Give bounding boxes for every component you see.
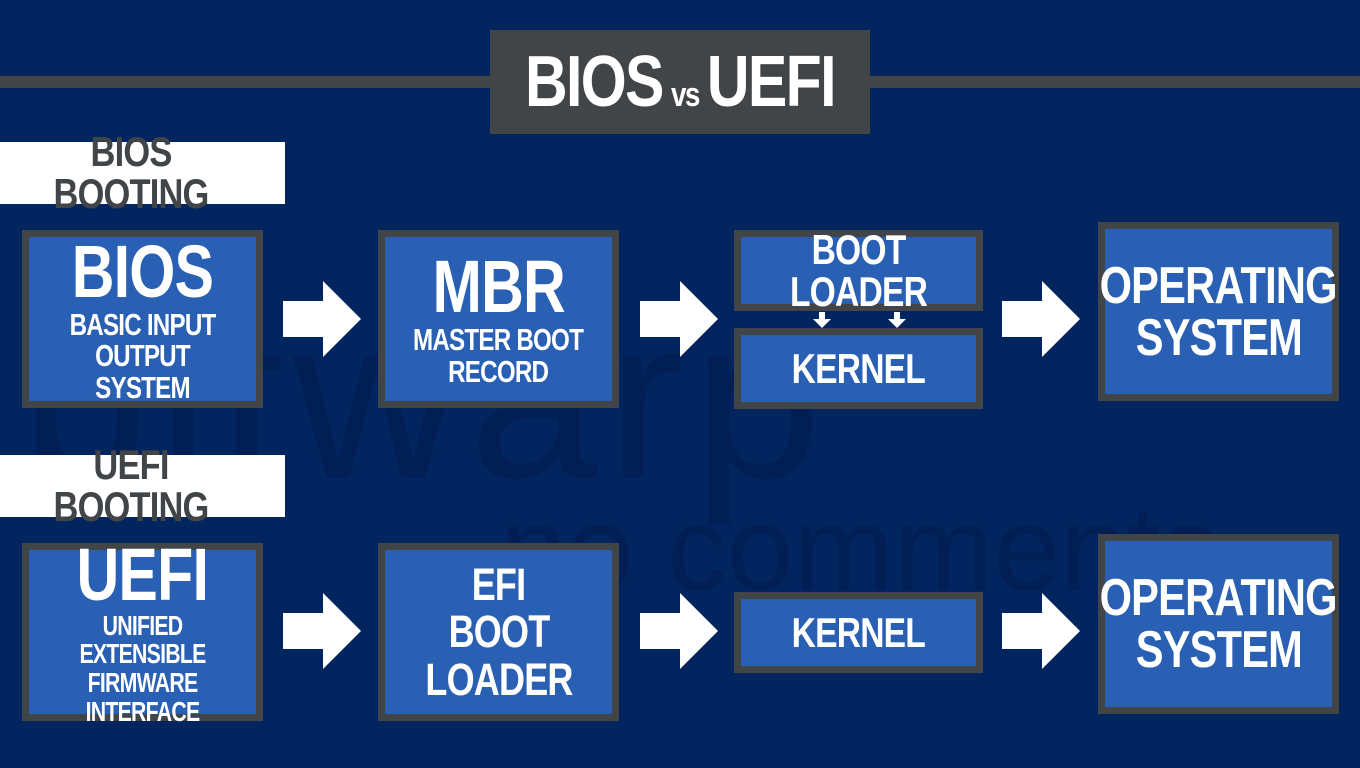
boot-loader-box: BOOT LOADER — [734, 228, 983, 312]
header-rule-left — [0, 76, 490, 88]
arrow-down-icon — [888, 312, 906, 328]
arrow-down-icon — [813, 312, 831, 328]
uefi-os-line1: OPERATING — [1099, 569, 1338, 627]
kernel-box: KERNEL — [734, 328, 983, 409]
uefi-line1: UNIFIED EXTENSIBLE — [79, 609, 206, 670]
arrow-right-icon — [1002, 281, 1080, 357]
bios-line1: BASIC INPUT — [69, 306, 217, 342]
efi-boot-loader-box: EFI BOOT LOADER — [378, 543, 619, 721]
efi-line3: LOADER — [424, 653, 573, 705]
efi-line2: BOOT — [448, 606, 550, 658]
operating-system-box: OPERATING SYSTEM — [1098, 222, 1339, 401]
mbr-line1: MASTER BOOT — [413, 322, 584, 358]
uefi-line2: FIRMWARE INTERFACE — [85, 667, 201, 727]
uefi-operating-system-box: OPERATING SYSTEM — [1098, 534, 1339, 714]
bios-line2: OUTPUT SYSTEM — [95, 338, 191, 405]
header-rule-right — [870, 76, 1360, 88]
uefi-os-line2: SYSTEM — [1135, 621, 1302, 679]
uefi-box: UEFI UNIFIED EXTENSIBLE FIRMWARE INTERFA… — [22, 537, 263, 725]
section-label-bios: BIOS BOOTING — [0, 131, 285, 215]
arrow-right-icon — [640, 281, 718, 357]
title-vs: vs — [671, 76, 700, 114]
mbr-title: MBR — [432, 245, 565, 329]
section-label-uefi: UEFI BOOTING — [0, 444, 285, 528]
os-line2: SYSTEM — [1135, 308, 1302, 367]
efi-line1: EFI — [471, 559, 526, 611]
uefi-kernel-box: KERNEL — [734, 592, 983, 673]
uefi-title: UEFI — [76, 532, 209, 616]
arrow-right-icon — [283, 593, 361, 669]
arrow-right-icon — [1002, 593, 1080, 669]
title-bios: BIOS — [525, 42, 664, 122]
arrow-right-icon — [283, 281, 361, 357]
mbr-line2: RECORD — [448, 354, 549, 389]
bios-box: BIOS BASIC INPUT OUTPUT SYSTEM — [22, 230, 263, 408]
os-line1: OPERATING — [1099, 256, 1338, 315]
arrow-right-icon — [640, 593, 718, 669]
bios-title: BIOS — [71, 229, 214, 313]
title-uefi: UEFI — [706, 42, 837, 122]
mbr-box: MBR MASTER BOOT RECORD — [378, 230, 619, 408]
